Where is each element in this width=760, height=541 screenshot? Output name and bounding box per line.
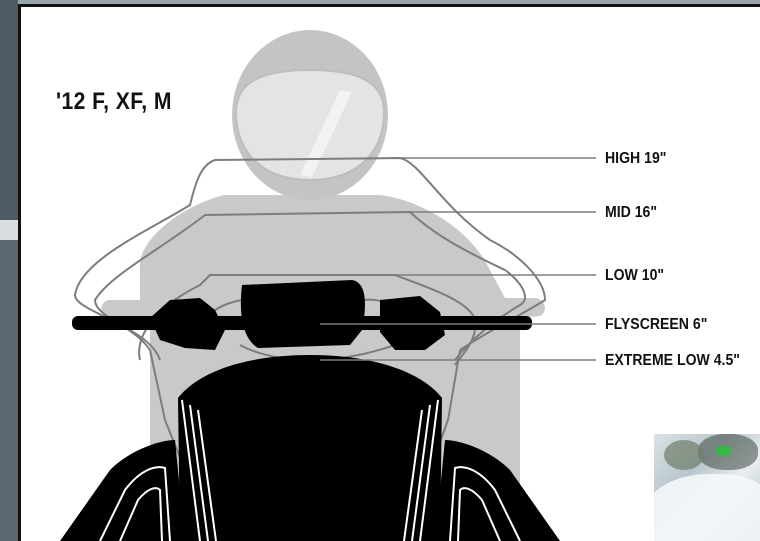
thumbnail-snow-spray — [654, 474, 760, 541]
snowmobile-hood — [178, 355, 442, 541]
thumbnail-tree-shape — [664, 440, 704, 470]
gauge-pod — [241, 280, 365, 348]
callout-low: LOW 10" — [605, 267, 664, 285]
snow-action-thumbnail — [654, 434, 760, 541]
thumbnail-green-accent — [716, 446, 732, 456]
callout-flyscreen: FLYSCREEN 6" — [605, 316, 707, 334]
model-title: '12 F, XF, M — [56, 88, 172, 116]
callout-extreme-low: EXTREME LOW 4.5" — [605, 352, 740, 370]
callout-high: HIGH 19" — [605, 150, 666, 168]
callout-mid: MID 16" — [605, 204, 657, 222]
